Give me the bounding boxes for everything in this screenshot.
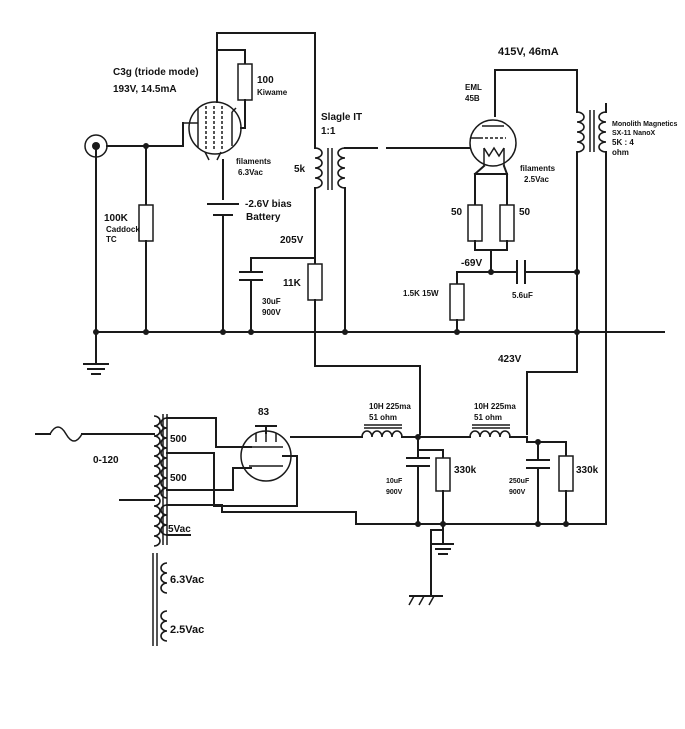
ps-return-line: [221, 511, 607, 527]
otx-unit: ohm: [612, 148, 629, 157]
interstage-cap-voltage: 900V: [262, 308, 281, 317]
cathode-voltage-label: -69V: [461, 258, 482, 269]
rectifier-83-icon: [213, 425, 349, 507]
heater-transformer-icon: [152, 553, 168, 646]
filter-cap-1-voltage: 900V: [386, 489, 403, 496]
45b-filament-voltage: 2.5Vac: [524, 175, 549, 184]
cathode-resistor-value: 1.5K 15W: [403, 289, 439, 298]
filter-cap-1: [406, 436, 451, 525]
hum-pot-left-value: 50: [451, 207, 463, 218]
choke-2-dcr: 51 ohm: [474, 413, 502, 422]
bleeder-1-value: 330k: [454, 465, 477, 476]
b-plus-2-label: 423V: [498, 354, 522, 365]
otx-brand: Monolith Magnetics: [612, 121, 677, 128]
primary-voltage-label: 0-120: [93, 455, 119, 466]
c3g-filament-voltage: 6.3Vac: [238, 168, 263, 177]
bias-source-label: Battery: [246, 212, 281, 223]
cathode-bypass-cap: [511, 260, 580, 284]
c3g-plate-wiring: [182, 32, 316, 147]
choke-2-icon: [469, 424, 567, 445]
chassis-ground-icon: [408, 523, 454, 606]
filter-cap-2-voltage: 900V: [509, 489, 526, 496]
grid-resistor-value: 100K: [104, 213, 129, 224]
c3g-operating-point: 193V, 14.5mA: [113, 84, 177, 95]
c3g-tube-icon: [183, 101, 242, 161]
hum-pot-network: [456, 164, 515, 285]
cathode-cap-value: 5.6uF: [512, 291, 533, 300]
cathode-resistor: [449, 283, 465, 333]
hv-lower-label: 500: [170, 473, 187, 484]
interstage-transformer-icon: [314, 32, 373, 333]
bias-battery-icon: [207, 159, 239, 333]
otx-ratio: 5K : 4: [612, 138, 634, 147]
c3g-filaments-label: filaments: [236, 157, 272, 166]
power-transformer-icon: [153, 414, 252, 547]
45b-tube-type: 45B: [465, 94, 480, 103]
interstage-cap: [239, 257, 316, 333]
hv-upper-label: 500: [170, 434, 187, 445]
input-jack-icon: [84, 134, 184, 158]
45b-tube-icon: [469, 119, 517, 167]
hum-pot-right-value: 50: [519, 207, 531, 218]
ground-bus: [93, 147, 665, 365]
c3g-tube-label: C3g (triode mode): [113, 67, 199, 78]
choke-1-dcr: 51 ohm: [369, 413, 397, 422]
rect-heater-label: 5Vac: [168, 524, 191, 535]
plate-resistor-value: 100: [257, 75, 274, 86]
filter-cap-1-value: 10uF: [386, 478, 403, 485]
interstage-b-plus: 205V: [280, 235, 304, 246]
45b-filaments-label: filaments: [520, 164, 556, 173]
choke-1-icon: [347, 424, 471, 440]
dropping-resistor-value: 11K: [283, 278, 302, 289]
output-operating-point: 415V, 46mA: [498, 46, 559, 58]
heater-25-label: 2.5Vac: [170, 624, 204, 636]
45b-tube-brand: EML: [465, 83, 482, 92]
bleeder-2-value: 330k: [576, 465, 599, 476]
grid-resistor-series: TC: [106, 235, 117, 244]
interstage-cap-value: 30uF: [262, 297, 281, 306]
fuse-icon: [35, 426, 155, 501]
rectifier-label: 83: [258, 407, 270, 418]
heater-63-label: 6.3Vac: [170, 574, 204, 586]
choke-1-spec: 10H 225ma: [369, 402, 411, 411]
ground-symbol-input: [83, 363, 109, 375]
grid-resistor-brand: Caddock: [106, 225, 140, 234]
choke-2-spec: 10H 225ma: [474, 402, 516, 411]
interstage-ratio: 1:1: [321, 126, 336, 137]
otx-model: SX-11 NanoX: [612, 130, 656, 137]
grid-resistor: [138, 145, 154, 333]
plate-resistor-brand: Kiwame: [257, 88, 288, 97]
filter-cap-2: [526, 441, 574, 525]
bias-voltage-label: -2.6V bias: [245, 199, 292, 210]
interstage-name: Slagle IT: [321, 112, 362, 123]
b-plus-2-feed: [526, 331, 578, 435]
dropping-resistor: [307, 263, 421, 435]
interstage-impedance: 5k: [294, 164, 306, 175]
output-transformer-icon: [576, 103, 607, 525]
filter-cap-2-value: 250uF: [509, 478, 530, 485]
output-plate-wiring: [494, 69, 578, 117]
